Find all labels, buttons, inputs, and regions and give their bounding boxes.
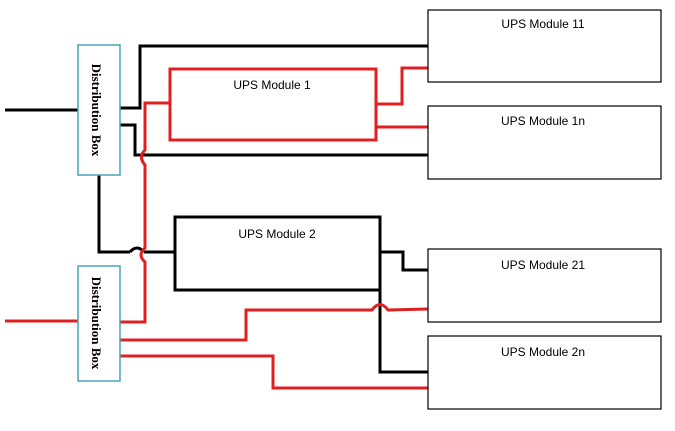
ups-module-11: UPS Module 11: [427, 9, 662, 83]
ups-module-11-label: UPS Module 11: [501, 17, 584, 31]
red-wire-m1-to-m11: [376, 66, 428, 106]
distribution-box-2-label: Distribution Box: [89, 277, 104, 370]
red-wiring: [5, 66, 429, 390]
distribution-box-1: Distribution Box: [77, 44, 121, 176]
distribution-box-1-label: Distribution Box: [89, 64, 104, 157]
black-wire-m2-to-m21: [380, 250, 428, 272]
ups-module-21: UPS Module 21: [427, 248, 662, 323]
ups-module-21-label: UPS Module 21: [501, 258, 585, 272]
black-wire-db1-to-m2: [97, 175, 130, 254]
ups-module-2n-label: UPS Module 2n: [501, 345, 585, 359]
ups-module-1: UPS Module 1: [168, 67, 378, 142]
red-wire-db2-to-m2n: [120, 354, 428, 390]
black-wire-db1-to-m1n: [120, 123, 428, 157]
black-wire-m2-to-m2n: [378, 268, 428, 374]
red-wire-db2-to-m1: [120, 101, 170, 324]
ups-module-2: UPS Module 2: [173, 215, 382, 292]
red-wire-db2-to-m21: [120, 303, 429, 342]
ups-module-1n-label: UPS Module 1n: [501, 114, 585, 128]
ups-module-2n: UPS Module 2n: [427, 335, 662, 410]
distribution-box-2: Distribution Box: [77, 265, 121, 382]
ups-module-1-label: UPS Module 1: [233, 78, 311, 92]
ups-module-2-label: UPS Module 2: [238, 227, 316, 241]
black-wire-db1-to-m11: [120, 44, 428, 110]
black-wiring: [5, 44, 428, 374]
ups-module-1n: UPS Module 1n: [427, 105, 662, 180]
